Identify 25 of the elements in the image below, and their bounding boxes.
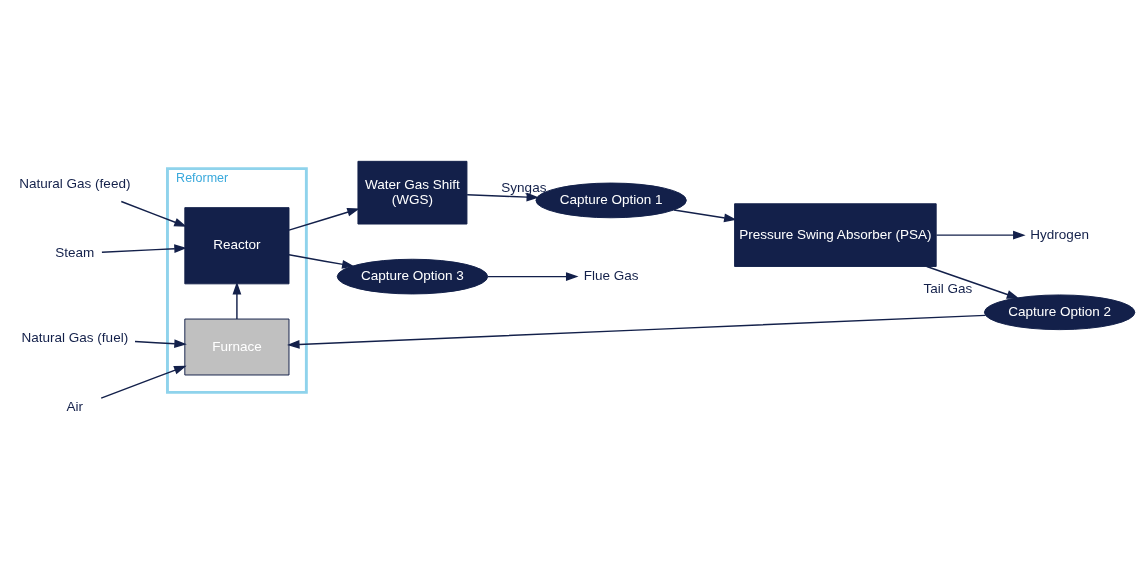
node-text: Natural Gas (fuel) bbox=[21, 329, 129, 345]
node-text: Natural Gas (feed) bbox=[19, 175, 131, 191]
node-text: Steam bbox=[55, 244, 95, 260]
arrow bbox=[673, 208, 737, 222]
arrow bbox=[287, 314, 987, 349]
arrow bbox=[288, 207, 360, 231]
arrow bbox=[120, 200, 187, 227]
node-text: Hydrogen bbox=[1030, 226, 1089, 242]
arrow bbox=[100, 365, 187, 399]
node-text: Flue Gas bbox=[583, 267, 639, 283]
arrow bbox=[466, 192, 540, 202]
arrow bbox=[926, 265, 1020, 299]
edge-label: Tail Gas bbox=[923, 280, 973, 296]
arrow bbox=[134, 338, 187, 348]
node-box: Furnace bbox=[184, 318, 290, 375]
node-box: Pressure Swing Absorber (PSA) bbox=[734, 202, 937, 267]
node-box: Water Gas Shift (WGS) bbox=[357, 160, 468, 224]
node-box: Reactor bbox=[184, 206, 290, 284]
arrow bbox=[101, 243, 187, 253]
arrow bbox=[935, 230, 1026, 240]
arrow bbox=[487, 271, 579, 281]
node-text: Air bbox=[66, 398, 84, 414]
node-ellipse: Capture Option 2 bbox=[983, 293, 1136, 330]
arrow bbox=[288, 253, 355, 269]
arrow bbox=[232, 281, 242, 320]
